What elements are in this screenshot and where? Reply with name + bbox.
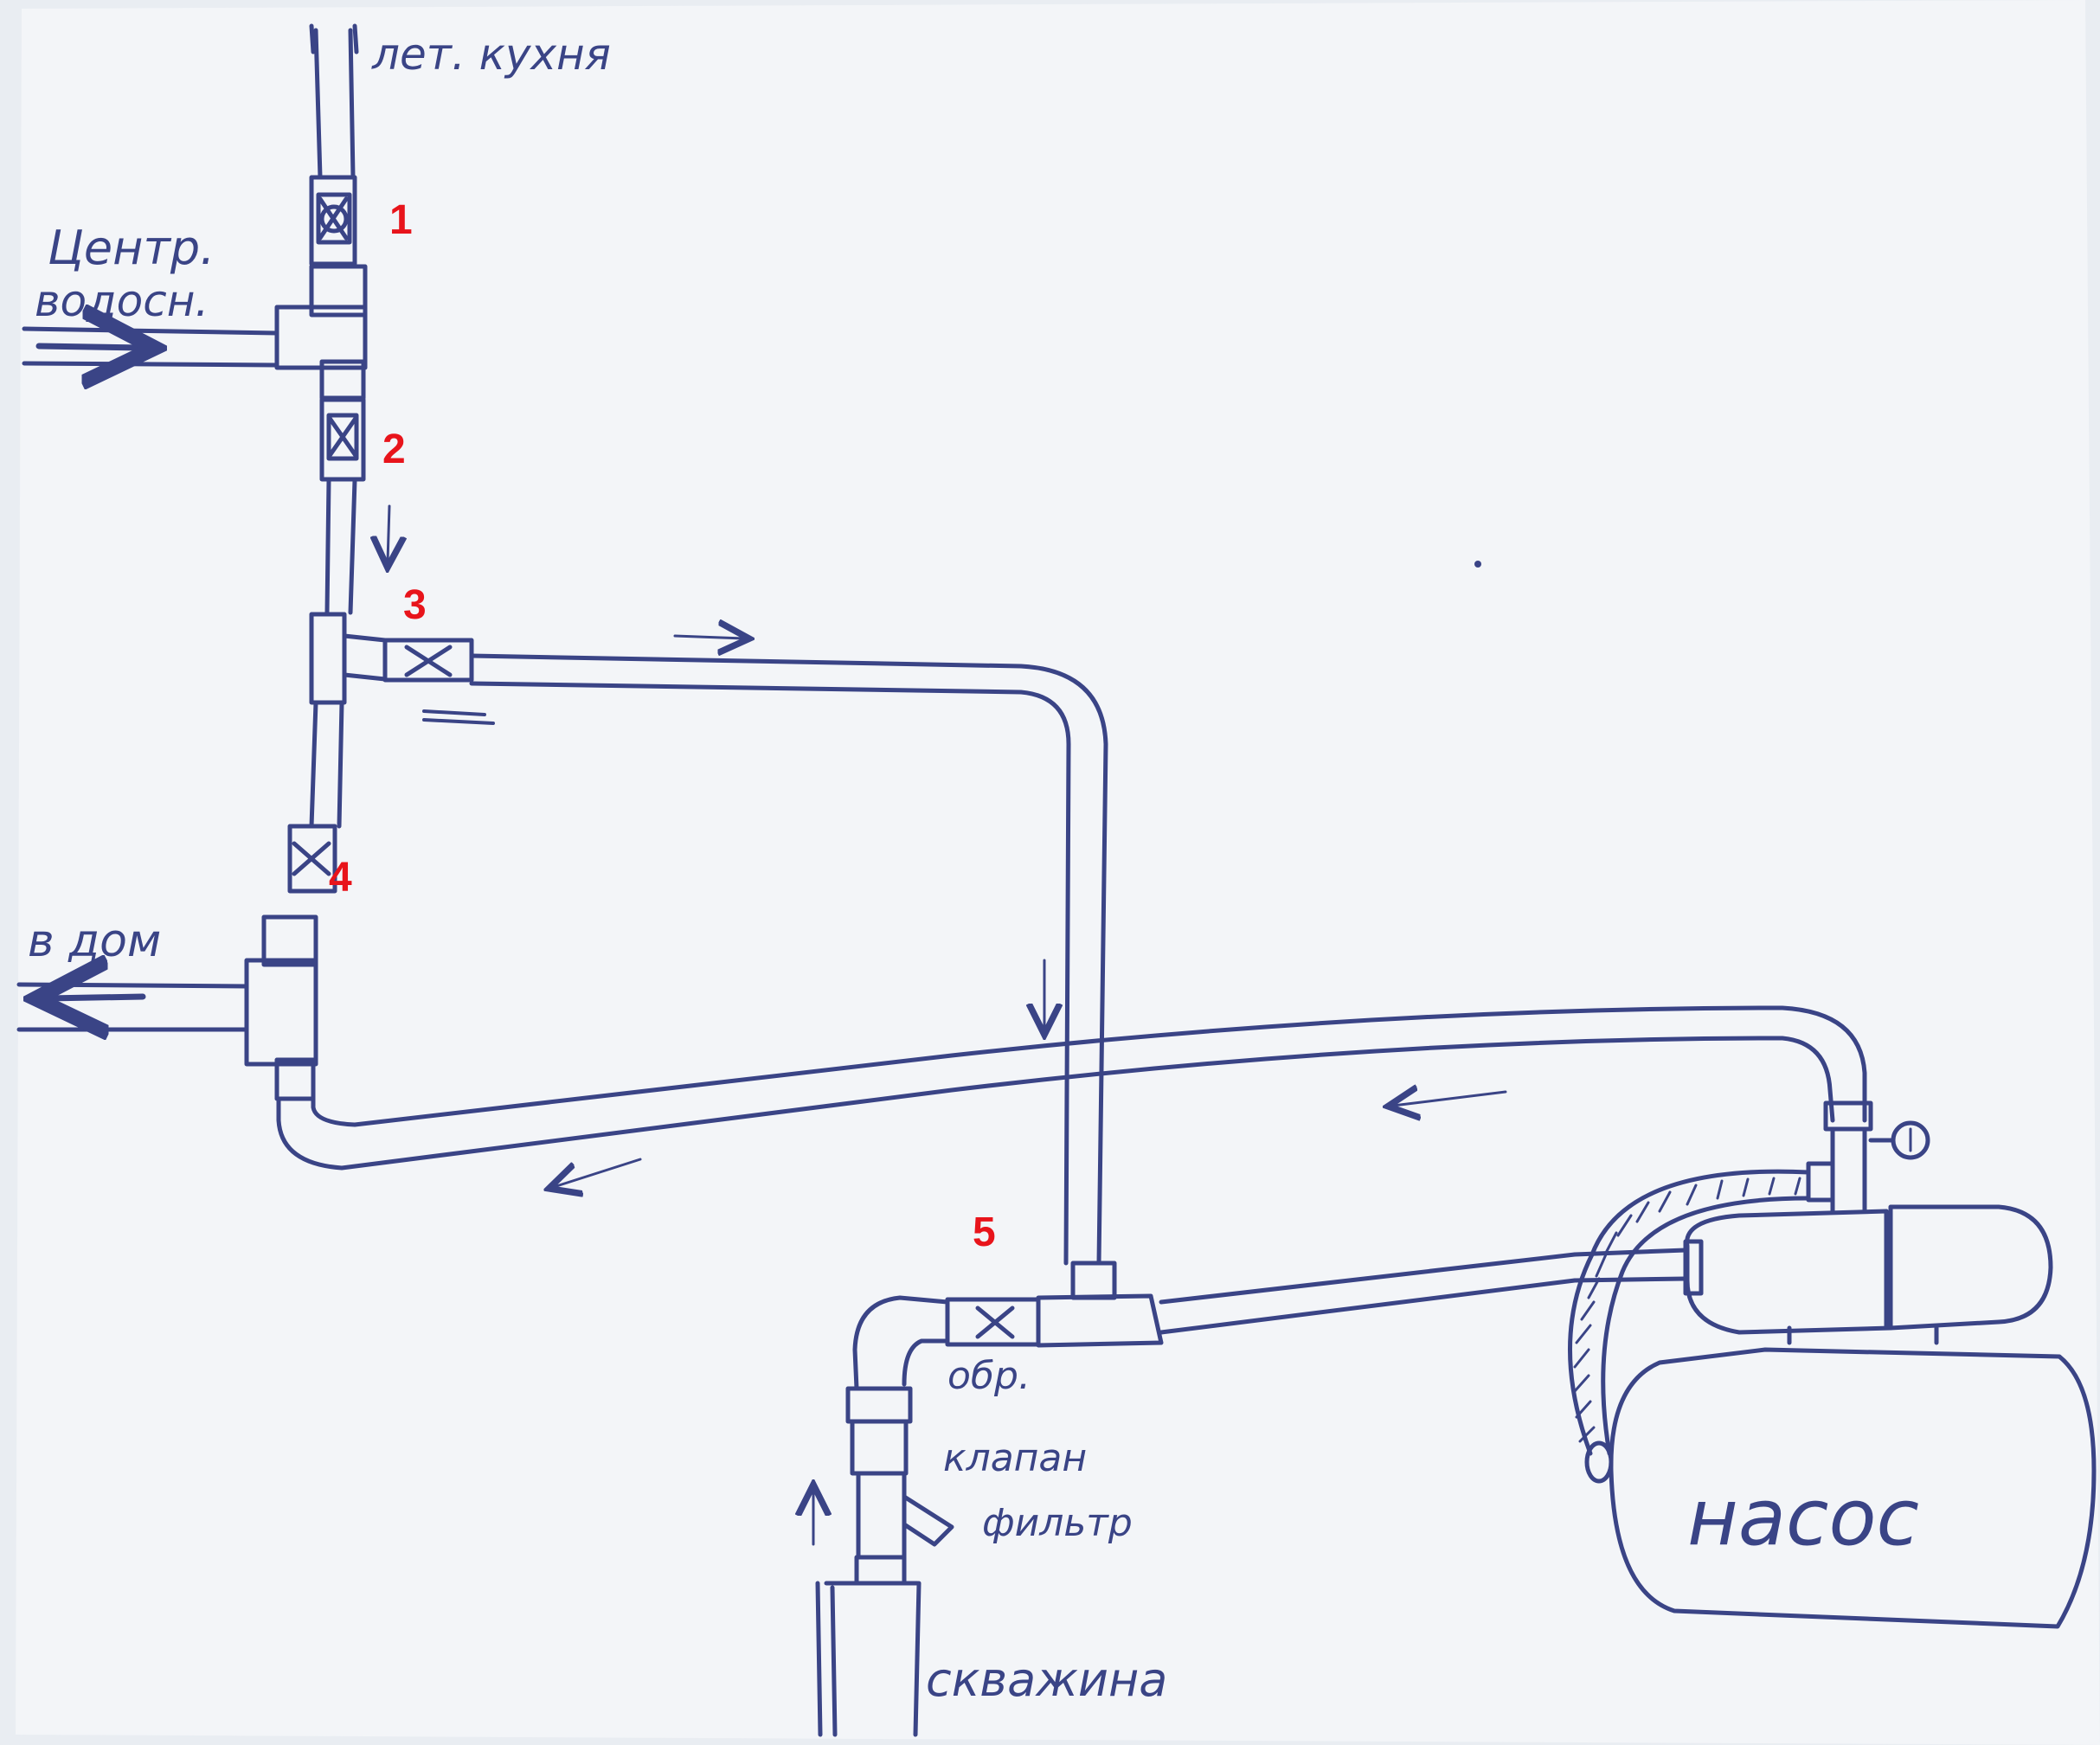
valve-x-icon bbox=[326, 414, 359, 459]
label-check-valve-2: клапан bbox=[943, 1436, 1087, 1480]
valve-numbers: 1 2 3 4 5 bbox=[329, 197, 996, 1255]
check-valve bbox=[845, 1386, 913, 1476]
valve-1 bbox=[309, 175, 357, 266]
pump-outlet-fitting bbox=[1806, 1100, 1896, 1214]
pipe-segment-2-3 bbox=[324, 478, 357, 615]
paper-sheet bbox=[16, 0, 2100, 1745]
valve-3 bbox=[382, 638, 495, 725]
pipe-return-from-pump bbox=[276, 1005, 1867, 1171]
well-casing bbox=[815, 1555, 922, 1737]
valve-x-icon bbox=[292, 841, 331, 876]
valve-number-5: 5 bbox=[973, 1209, 996, 1255]
pipe-summer-kitchen bbox=[309, 23, 359, 180]
flow-arrow-icon bbox=[388, 504, 389, 562]
valve-4 bbox=[287, 824, 337, 894]
valve-x-icon bbox=[404, 645, 453, 677]
valve-number-2: 2 bbox=[382, 427, 406, 472]
pipe-segment-3-4 bbox=[309, 700, 344, 829]
flow-arrow-icon bbox=[554, 1158, 642, 1187]
valve-number-4: 4 bbox=[329, 855, 352, 901]
flow-arrow-icon bbox=[48, 997, 146, 998]
label-filter: фильтр bbox=[982, 1501, 1133, 1545]
pipe-branch-to-pump bbox=[469, 653, 1108, 1266]
valve-number-3: 3 bbox=[403, 582, 427, 628]
label-well: скважина bbox=[926, 1652, 1167, 1707]
labels: лет. кухня Центр. водосн. в дом обр. кла… bbox=[28, 29, 1919, 1707]
flow-arrow-icon bbox=[35, 346, 143, 348]
valve-x-icon bbox=[318, 196, 349, 241]
label-central-water: Центр. bbox=[48, 221, 215, 275]
flow-arrow-icon bbox=[673, 636, 744, 638]
valve-5 bbox=[945, 1297, 1041, 1347]
pipe-elbow-5 bbox=[852, 1295, 950, 1391]
valve-number-1: 1 bbox=[389, 197, 413, 243]
label-pump: насос bbox=[1687, 1472, 1919, 1563]
label-central-water-2: водосн. bbox=[35, 276, 209, 326]
label-to-house: в дом bbox=[28, 915, 161, 967]
valve-2 bbox=[319, 397, 366, 482]
tee-3 bbox=[309, 612, 388, 705]
label-summer-kitchen: лет. кухня bbox=[371, 29, 611, 80]
paper-dot bbox=[1474, 561, 1481, 568]
pump-tank bbox=[1609, 1325, 2097, 1629]
flow-arrow-icon bbox=[1393, 1092, 1507, 1106]
pump-motor bbox=[1572, 1204, 2053, 1335]
pipe-well-to-pump bbox=[1159, 1252, 1577, 1335]
valve-x-icon bbox=[975, 1306, 1015, 1339]
pressure-gauge-icon bbox=[1891, 1120, 1930, 1160]
label-check-valve-1: обр. bbox=[947, 1354, 1031, 1398]
